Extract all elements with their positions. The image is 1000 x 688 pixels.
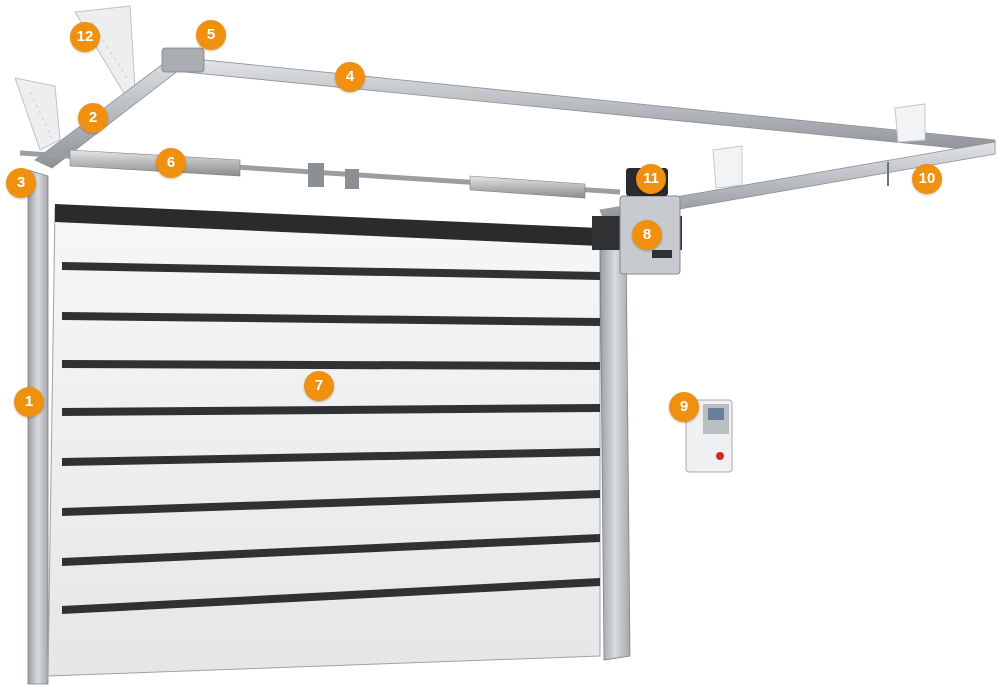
right-vertical-post xyxy=(599,235,631,661)
wall-bracket-lower xyxy=(14,77,61,151)
wall-bracket-upper xyxy=(74,5,136,101)
callout-6[interactable]: 6 xyxy=(156,148,186,178)
callout-4[interactable]: 4 xyxy=(335,62,365,92)
torsion-spring-left xyxy=(69,149,241,177)
callout-10[interactable]: 10 xyxy=(912,164,942,194)
control-box xyxy=(685,399,733,473)
callout-12[interactable]: 12 xyxy=(70,22,100,52)
callout-9[interactable]: 9 xyxy=(669,392,699,422)
ceiling-bracket-right-1 xyxy=(894,103,926,143)
ceiling-bracket-right-2 xyxy=(712,145,743,189)
door-leaf xyxy=(47,204,601,677)
torsion-spring-right xyxy=(469,175,586,199)
door-panel-seams xyxy=(62,262,600,614)
callout-2[interactable]: 2 xyxy=(78,103,108,133)
rail-corner-connector xyxy=(161,47,205,73)
callout-11[interactable]: 11 xyxy=(636,164,666,194)
shaft-coupling xyxy=(308,163,359,189)
callout-7[interactable]: 7 xyxy=(304,371,334,401)
callout-5[interactable]: 5 xyxy=(196,20,226,50)
left-vertical-post xyxy=(27,169,49,685)
callout-3[interactable]: 3 xyxy=(6,168,36,198)
callout-8[interactable]: 8 xyxy=(632,220,662,250)
top-rail xyxy=(184,57,996,153)
callout-1[interactable]: 1 xyxy=(14,387,44,417)
